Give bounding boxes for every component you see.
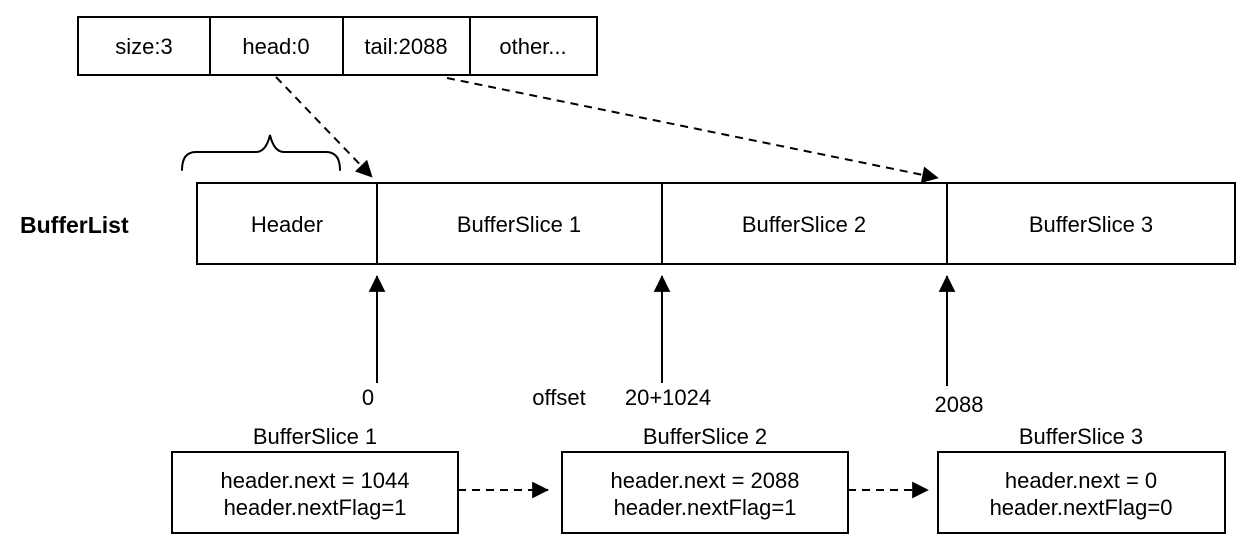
slice-line2: header.nextFlag=1 [224,495,407,520]
slice-node-2: BufferSlice 2 header.next = 2088 header.… [561,424,849,534]
offset-axis-label: offset [532,385,585,410]
slice-line2: header.nextFlag=0 [990,495,1173,520]
offset-value-2088: 2088 [935,392,984,417]
bufferlist-bar-rect [196,182,1236,265]
header-info-rect [77,16,598,76]
slice-title: BufferSlice 2 [643,424,767,449]
bufferlist-bar: Header BufferSlice 1 BufferSlice 2 Buffe… [196,182,1236,265]
curly-brace [181,134,341,171]
header-cell-size: size:3 [115,34,172,59]
slice-line1: header.next = 1044 [221,468,410,493]
bar-segment-slice2: BufferSlice 2 [742,212,866,237]
slice-node-3: BufferSlice 3 header.next = 0 header.nex… [937,424,1226,534]
header-info-box: size:3 head:0 tail:2088 other... [77,16,598,76]
tail-pointer-arrow [446,77,939,184]
slice-box [561,451,849,534]
bar-segment-slice3: BufferSlice 3 [1029,212,1153,237]
bufferlist-label: BufferList [20,212,129,238]
slice-title: BufferSlice 1 [253,424,377,449]
bar-segment-header: Header [251,212,323,237]
offset-value-20-1024: 20+1024 [625,385,711,410]
slice-title: BufferSlice 3 [1019,424,1143,449]
slice-box [937,451,1226,534]
header-cell-other: other... [499,34,566,59]
slice-box [171,451,459,534]
slice-node-1: BufferSlice 1 header.next = 1044 header.… [171,424,459,534]
slice-line1: header.next = 2088 [611,468,800,493]
header-cell-head: head:0 [242,34,309,59]
bar-segment-slice1: BufferSlice 1 [457,212,581,237]
header-cell-tail: tail:2088 [364,34,447,59]
head-pointer-arrow [275,76,373,178]
offset-value-0: 0 [362,385,374,410]
slice-line1: header.next = 0 [1005,468,1157,493]
slice-line2: header.nextFlag=1 [614,495,797,520]
